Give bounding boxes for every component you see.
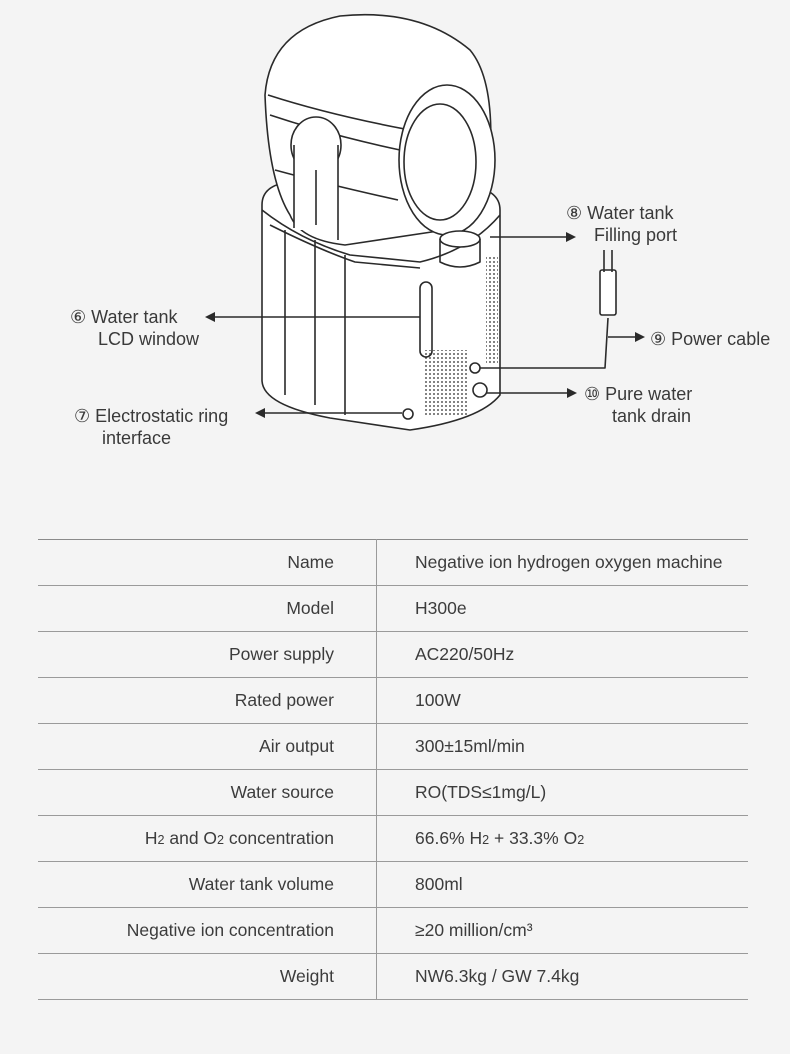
table-row: Name Negative ion hydrogen oxygen machin… <box>38 539 748 586</box>
callout-6-number: ⑥ <box>70 307 87 327</box>
callout-9-number: ⑨ <box>650 329 667 349</box>
value-text: 66.6% H <box>415 828 483 848</box>
label-text: concentration <box>224 828 334 848</box>
callout-power-cable: ⑨ Power cable <box>650 328 770 350</box>
callout-7-line1: Electrostatic ring <box>95 406 229 426</box>
product-diagram: ⑧ Water tank Filling port ⑥ Water tank L… <box>0 0 790 480</box>
callout-6-line2: LCD window <box>98 329 200 349</box>
callout-9-line1: Power cable <box>671 329 771 349</box>
spec-value: ≥20 million/cm³ <box>376 907 748 954</box>
spec-label: Air output <box>38 723 377 770</box>
spec-value: 100W <box>376 677 748 724</box>
table-row: Negative ion concentration ≥20 million/c… <box>38 907 748 954</box>
spec-label: Water source <box>38 769 377 816</box>
value-text: + 33.3% O <box>489 828 578 848</box>
callout-filling-port: ⑧ Water tank Filling port <box>566 202 677 246</box>
callout-8-line2: Filling port <box>594 225 678 245</box>
table-row: H2 and O2 concentration 66.6% H2 + 33.3%… <box>38 815 748 862</box>
spec-value: 800ml <box>376 861 748 908</box>
table-row: Water source RO(TDS≤1mg/L) <box>38 769 748 816</box>
spec-table: Name Negative ion hydrogen oxygen machin… <box>38 539 748 1000</box>
spec-label: Negative ion concentration <box>38 907 377 954</box>
label-subscript: 2 <box>157 833 165 847</box>
spec-value-concentration: 66.6% H2 + 33.3% O2 <box>376 815 748 862</box>
label-subscript: 2 <box>217 833 225 847</box>
spec-value: NW6.3kg / GW 7.4kg <box>376 953 748 1000</box>
spec-value: Negative ion hydrogen oxygen machine <box>376 539 748 586</box>
spec-value: H300e <box>376 585 748 632</box>
table-row: Power supply AC220/50Hz <box>38 631 748 678</box>
spec-value: 300±15ml/min <box>376 723 748 770</box>
spec-value: RO(TDS≤1mg/L) <box>376 769 748 816</box>
spec-label: Model <box>38 585 377 632</box>
callout-electrostatic-ring: ⑦ Electrostatic ring interface <box>74 405 228 449</box>
table-row: Rated power 100W <box>38 677 748 724</box>
callout-8-number: ⑧ <box>566 203 583 223</box>
spec-label: Weight <box>38 953 377 1000</box>
table-row: Air output 300±15ml/min <box>38 723 748 770</box>
callout-10-line1: Pure water <box>605 384 693 404</box>
spec-label: Rated power <box>38 677 377 724</box>
callout-8-line1: Water tank <box>587 203 674 223</box>
spec-label-concentration: H2 and O2 concentration <box>38 815 377 862</box>
table-row: Model H300e <box>38 585 748 632</box>
table-row: Water tank volume 800ml <box>38 861 748 908</box>
callout-lcd-window: ⑥ Water tank LCD window <box>70 306 199 350</box>
label-text: H <box>144 828 158 848</box>
callout-10-number: ⑩ <box>584 384 601 404</box>
callout-tank-drain: ⑩ Pure water tank drain <box>584 383 692 427</box>
spec-value: AC220/50Hz <box>376 631 748 678</box>
spec-label: Water tank volume <box>38 861 377 908</box>
callout-7-line2: interface <box>102 428 172 448</box>
label-text: and O <box>164 828 218 848</box>
machine-illustration <box>205 13 645 431</box>
spec-label: Power supply <box>38 631 377 678</box>
spec-label: Name <box>38 539 377 586</box>
value-subscript: 2 <box>577 833 585 847</box>
table-row: Weight NW6.3kg / GW 7.4kg <box>38 953 748 1000</box>
callout-7-number: ⑦ <box>74 406 91 426</box>
callout-6-line1: Water tank <box>91 307 178 327</box>
callout-10-line2: tank drain <box>612 406 692 426</box>
value-subscript: 2 <box>482 833 490 847</box>
